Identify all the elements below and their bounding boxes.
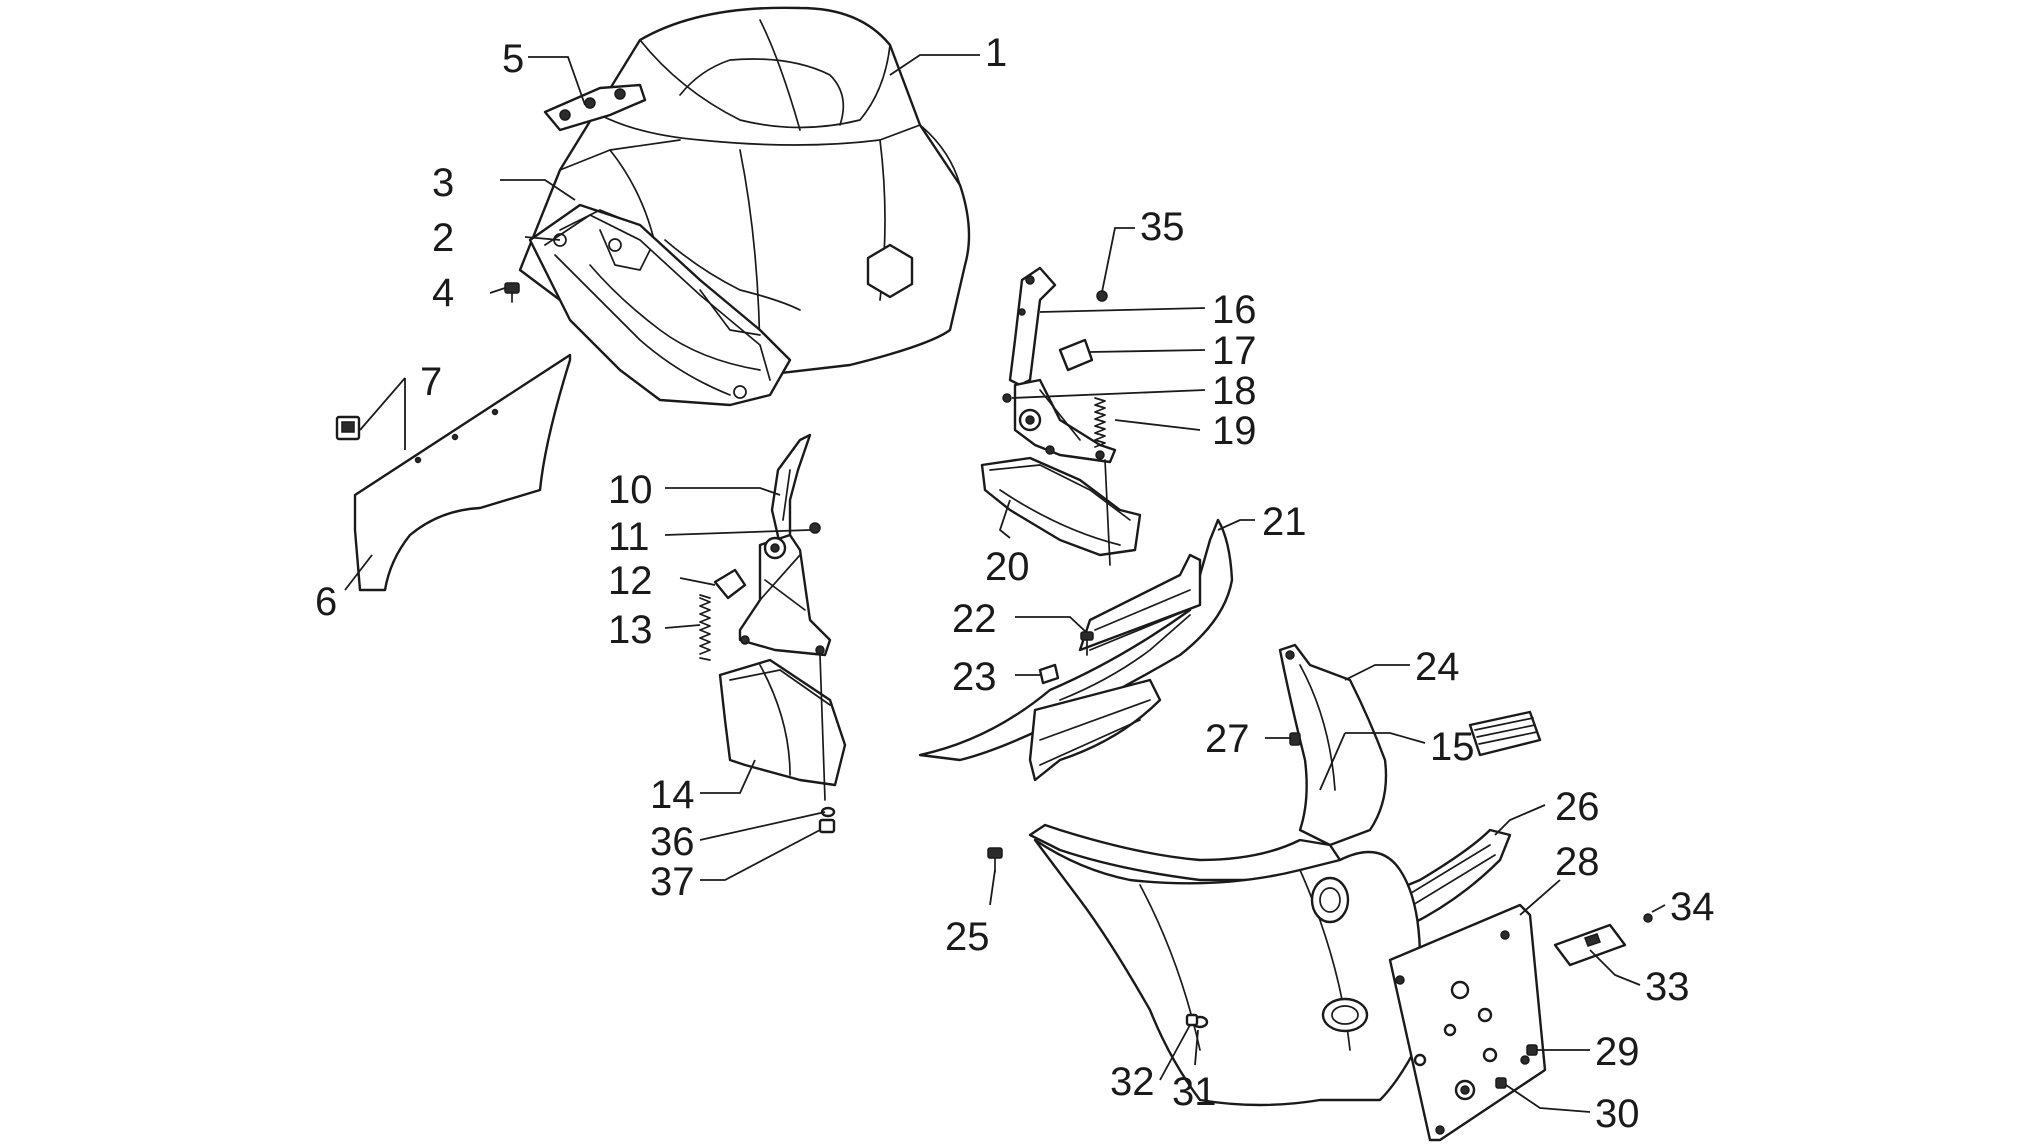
callout-17: 17: [1212, 329, 1257, 373]
part-22-screw: [1080, 631, 1094, 656]
callout-28: 28: [1555, 840, 1600, 884]
callout-16: 16: [1212, 288, 1257, 332]
callout-12: 12: [608, 559, 653, 603]
part-4-screw: [504, 282, 520, 303]
part-6-side-panel: [353, 353, 572, 592]
part-24-tail-frame: [1028, 643, 1388, 882]
part-18-bolt: [1002, 393, 1012, 403]
callout-1: 1: [985, 31, 1007, 75]
part-37-nut: [818, 818, 836, 834]
part-20-lower-cover: [980, 456, 1142, 566]
callout-25: 25: [945, 915, 990, 959]
callout-32: 32: [1110, 1060, 1155, 1104]
part-35-screw: [1096, 290, 1108, 302]
part-17-clip: [1058, 338, 1094, 372]
part-33-plate-light: [1553, 923, 1627, 967]
part-13-spring: [699, 594, 711, 661]
callout-13: 13: [608, 608, 653, 652]
leader-lines: [344, 54, 1666, 1113]
callout-34: 34: [1670, 885, 1715, 929]
part-16-hinge-arm: [1008, 266, 1057, 387]
callout-15: 15: [1430, 725, 1475, 769]
callout-29: 29: [1595, 1030, 1640, 1074]
part-19-spring: [1094, 397, 1106, 448]
part-11-bolt: [809, 522, 821, 534]
part-7-clip: [335, 415, 361, 441]
part-32-nut: [1185, 1013, 1199, 1027]
callout-19: 19: [1212, 409, 1257, 453]
callout-22: 22: [952, 597, 997, 641]
callout-30: 30: [1595, 1092, 1640, 1136]
callout-14: 14: [650, 773, 695, 817]
part-25-screw: [987, 847, 1003, 873]
part-21-tail-cover: [918, 518, 1234, 782]
part-29-screw: [1526, 1044, 1538, 1056]
part-10-hinge-arm: [770, 433, 812, 547]
part-34-screw: [1643, 913, 1653, 923]
callout-7: 7: [420, 360, 442, 404]
callout-31: 31: [1172, 1070, 1217, 1114]
callout-10: 10: [608, 468, 653, 512]
callout-5: 5: [502, 37, 524, 81]
callout-23: 23: [952, 655, 997, 699]
part-23-clip: [1038, 663, 1060, 685]
callout-35: 35: [1140, 205, 1185, 249]
part-27-screw: [1289, 732, 1301, 746]
callout-21: 21: [1262, 500, 1307, 544]
callout-36: 36: [650, 820, 695, 864]
callout-6: 6: [315, 580, 337, 624]
callout-4: 4: [432, 271, 454, 315]
callout-18: 18: [1212, 369, 1257, 413]
callout-20: 20: [985, 545, 1030, 589]
part-5-bracket: [543, 83, 647, 132]
callout-labels: 1 2 3 4 5 6 7 10 11 12 13 14 15 16 17 18…: [315, 31, 1715, 1136]
callout-3: 3: [432, 161, 454, 205]
part-12-plate: [713, 568, 747, 600]
part-30-screw: [1495, 1077, 1507, 1089]
callout-24: 24: [1415, 645, 1460, 689]
part-14-lower-cover: [718, 654, 847, 801]
callout-27: 27: [1205, 717, 1250, 761]
callout-33: 33: [1645, 965, 1690, 1009]
callout-26: 26: [1555, 785, 1600, 829]
callout-2: 2: [432, 216, 454, 260]
hinge-frame-left: [738, 533, 832, 657]
part-2-3-seat-frame: [528, 203, 792, 407]
callout-11: 11: [608, 515, 650, 559]
part-15-reflector: [1468, 710, 1542, 757]
hinge-frame-right: [1013, 378, 1117, 464]
callout-37: 37: [650, 860, 695, 904]
